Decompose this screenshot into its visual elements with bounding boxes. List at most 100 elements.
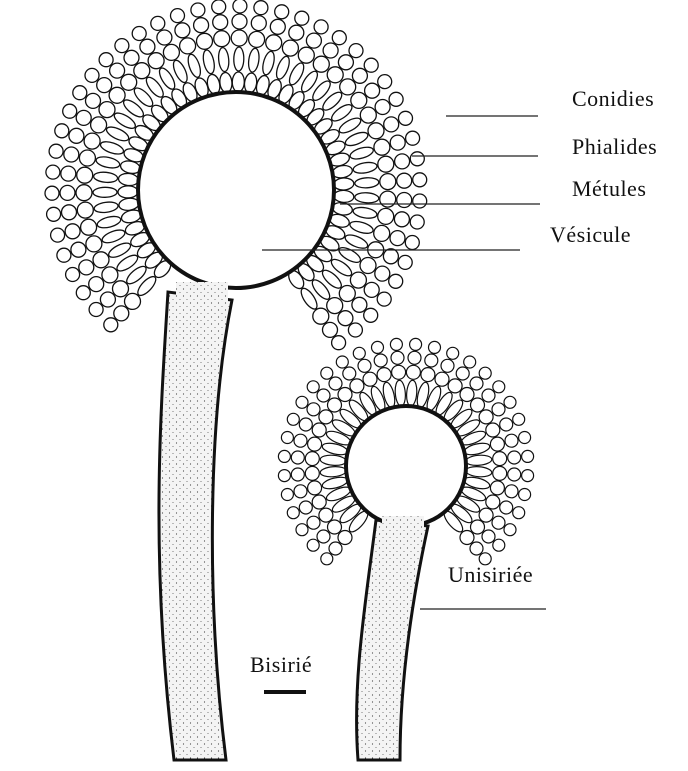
conidium [296, 396, 308, 408]
biseriate-stipe [159, 292, 232, 760]
conidium [349, 44, 363, 58]
conidium [312, 423, 326, 437]
conidium [319, 508, 333, 522]
phialide [320, 466, 347, 478]
label-vesicule: Vésicule [550, 222, 631, 248]
label-conidies: Conidies [572, 86, 654, 112]
conidium [294, 434, 307, 447]
conidium [132, 27, 146, 41]
conidium [519, 432, 531, 444]
conidium [338, 311, 353, 326]
conidium [479, 367, 491, 379]
uniseriate-vesicle [346, 406, 466, 526]
conidium [504, 396, 516, 408]
metula [219, 72, 233, 93]
conidium [313, 56, 329, 72]
conidium [332, 336, 346, 350]
conidium [471, 398, 485, 412]
phialide [352, 206, 377, 220]
conidium [307, 516, 320, 529]
conidium [163, 44, 179, 60]
conidium [360, 107, 376, 123]
conidium [408, 351, 421, 364]
conidium [340, 79, 356, 95]
phialide [186, 53, 203, 79]
conidium [339, 286, 355, 302]
conidium [321, 553, 333, 565]
conidium [317, 389, 330, 402]
conidium [513, 507, 525, 519]
conidium [115, 39, 129, 53]
conidium [270, 19, 285, 34]
conidium [63, 104, 77, 118]
conidium [375, 100, 390, 115]
conidium [62, 205, 77, 220]
conidium [351, 92, 367, 108]
conidium [79, 260, 94, 275]
conidium [294, 485, 307, 498]
conidium [51, 228, 65, 242]
conidium [45, 186, 59, 200]
metula [333, 190, 354, 203]
conidium [508, 451, 521, 464]
conidium [213, 15, 228, 30]
conidium [380, 191, 396, 207]
conidium [231, 30, 247, 46]
metula [232, 72, 244, 92]
conidium [307, 403, 320, 416]
conidium [374, 354, 387, 367]
conidium [76, 286, 90, 300]
conidium [102, 267, 118, 283]
conidium [84, 133, 100, 149]
conidium [406, 131, 420, 145]
label-unisiriee: Unisiriée [448, 562, 533, 588]
conidium [490, 437, 504, 451]
label-metules: Métules [572, 176, 646, 202]
conidium [99, 53, 113, 67]
conidium [305, 452, 319, 466]
conidium [377, 368, 391, 382]
conidium [471, 520, 485, 534]
conidium [291, 468, 304, 481]
conidium [364, 308, 378, 322]
conidium [364, 58, 378, 72]
conidium [113, 281, 129, 297]
conidium [329, 377, 342, 390]
conidium [148, 53, 164, 69]
conidium [66, 268, 80, 282]
conidium [338, 531, 352, 545]
conidium [86, 236, 102, 252]
conidium [125, 293, 141, 309]
conidium [492, 403, 505, 416]
conidium [397, 193, 412, 208]
conidium [317, 530, 330, 543]
conidium [307, 381, 319, 393]
phialide [93, 187, 117, 197]
conidium [191, 3, 205, 17]
conidium [289, 25, 304, 40]
conidium [85, 68, 99, 82]
conidium [522, 470, 534, 482]
conidium [79, 150, 95, 166]
conidium [86, 93, 101, 108]
conidium [352, 297, 367, 312]
conidium [99, 102, 115, 118]
conidium [69, 128, 84, 143]
conidium [413, 173, 427, 187]
conidium [384, 117, 399, 132]
conidium [374, 225, 390, 241]
phialide [101, 227, 127, 245]
conidium [121, 74, 137, 90]
conidium [323, 43, 338, 58]
conidium [460, 388, 474, 402]
conidium [319, 410, 333, 424]
conidium [104, 318, 118, 332]
conidium [447, 347, 459, 359]
conidium [513, 413, 525, 425]
conidium [298, 47, 314, 63]
conidium [410, 215, 424, 229]
phialide [96, 214, 122, 230]
conidium [327, 67, 343, 83]
conidium [194, 18, 209, 33]
conidium [479, 508, 493, 522]
